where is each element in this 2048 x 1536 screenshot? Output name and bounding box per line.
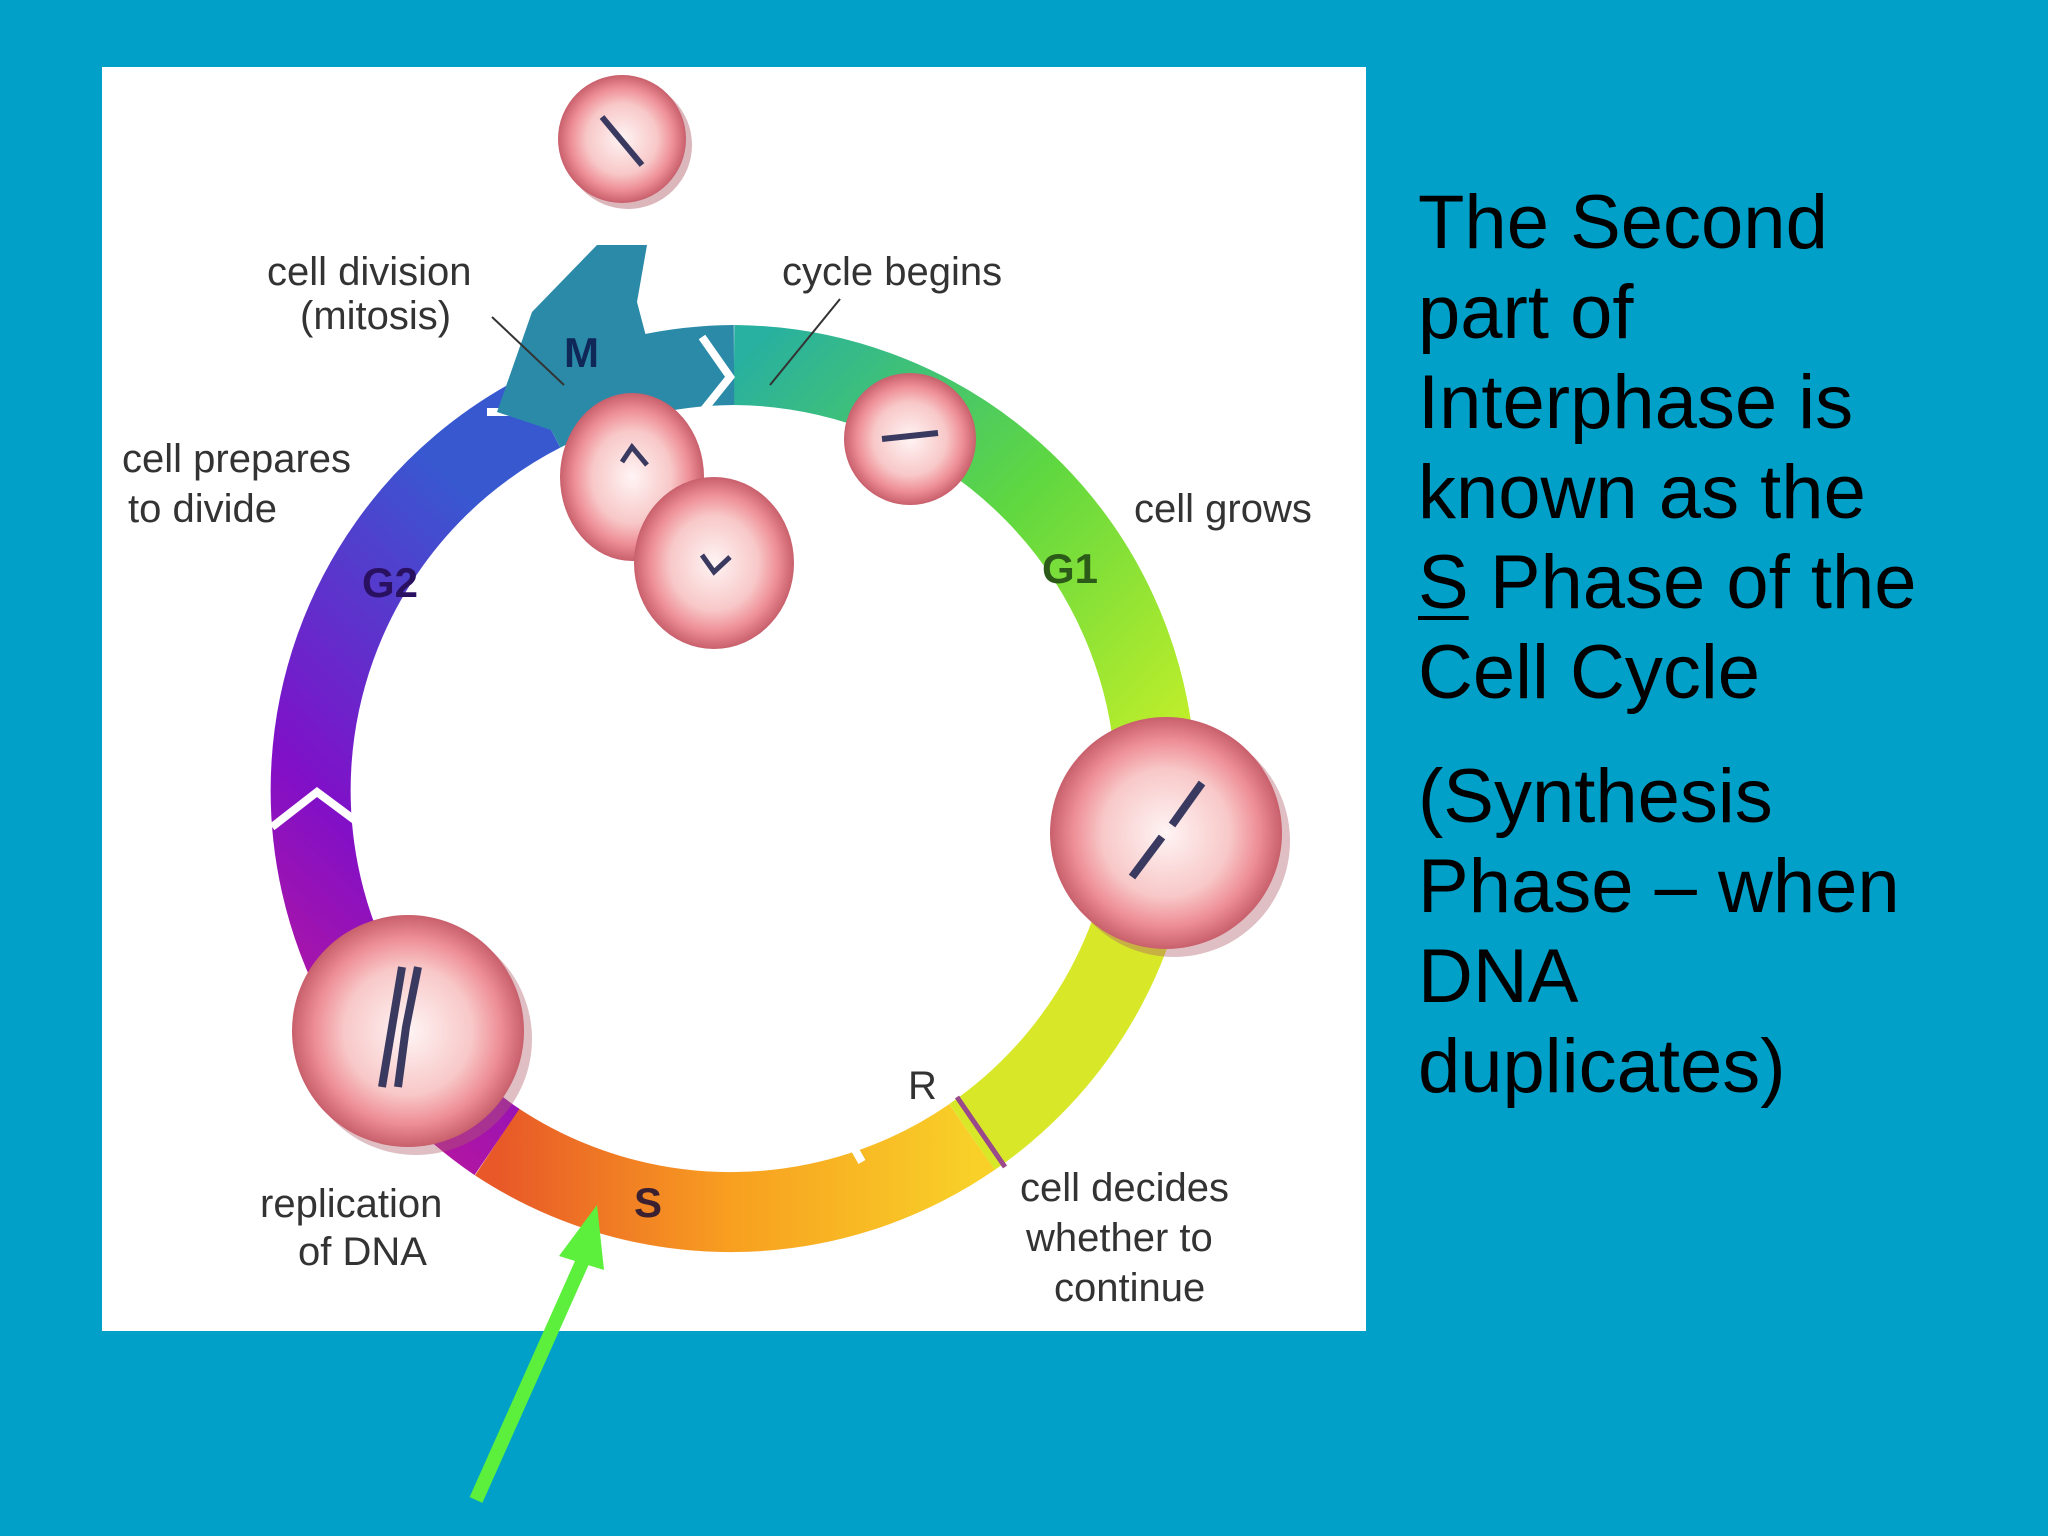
label-decides-2: whether to (1025, 1216, 1213, 1260)
cell-cycle-diagram: M G1 S G2 R cell division (mitosis) cycl… (102, 67, 1366, 1331)
text-line-3: Interphase is (1418, 360, 1854, 445)
label-replication-1: replication (260, 1182, 442, 1226)
phase-s-label: S (634, 1179, 662, 1226)
slide-paragraph-2: (Synthesis Phase – when DNA duplicates) (1418, 752, 2018, 1112)
restriction-point-mark (954, 1095, 1008, 1169)
leader-cycle-begins (769, 298, 841, 386)
s-phase-letter: S (1418, 540, 1469, 625)
label-cell-prepares-1: cell prepares (122, 437, 351, 481)
label-decides-3: continue (1054, 1266, 1205, 1310)
text-line-4: known as the (1418, 450, 1866, 535)
separator-s-g1 (837, 1084, 881, 1164)
cell-top (558, 75, 692, 209)
text-para2-line-3: DNA (1418, 934, 1579, 1019)
text-line-2: part of (1418, 270, 1634, 355)
label-cell-prepares-2: to divide (128, 487, 277, 531)
text-para2-line-2: Phase – when (1418, 844, 1900, 929)
label-cell-division-1: cell division (267, 250, 472, 294)
cell-dividing (560, 393, 794, 649)
label-cell-division-2: (mitosis) (300, 294, 451, 338)
cell-g1-late (1050, 717, 1290, 957)
slide-paragraph-1: The Second part of Interphase is known a… (1418, 178, 2018, 718)
separator-m-g1 (698, 334, 735, 415)
s-segment (475, 1103, 995, 1253)
text-para2-line-4: duplicates) (1418, 1024, 1786, 1109)
slide-text: The Second part of Interphase is known a… (1418, 178, 2018, 1112)
leader-mitosis (491, 316, 565, 386)
cell-s-phase (292, 915, 532, 1155)
text-line-6: Cell Cycle (1418, 630, 1761, 715)
label-cycle-begins: cycle begins (782, 250, 1002, 294)
label-cell-grows: cell grows (1134, 487, 1312, 531)
cell-g1-early (844, 373, 976, 505)
phase-g2-label: G2 (362, 559, 418, 606)
text-line-1: The Second (1418, 180, 1828, 265)
m-arm (497, 245, 662, 437)
cell-cycle-svg: M G1 S G2 R cell division (mitosis) cycl… (122, 75, 1312, 1310)
label-replication-2: of DNA (298, 1230, 427, 1274)
separator-g2-s (269, 786, 367, 831)
phase-m-label: M (564, 329, 599, 376)
g1-segment (733, 325, 1197, 792)
restriction-point-label: R (908, 1064, 937, 1108)
text-line-5: Phase of the (1468, 540, 1917, 625)
label-decides-1: cell decides (1020, 1166, 1229, 1210)
phase-g1-label: G1 (1042, 545, 1098, 592)
text-para2-line-1: (Synthesis (1418, 754, 1773, 839)
